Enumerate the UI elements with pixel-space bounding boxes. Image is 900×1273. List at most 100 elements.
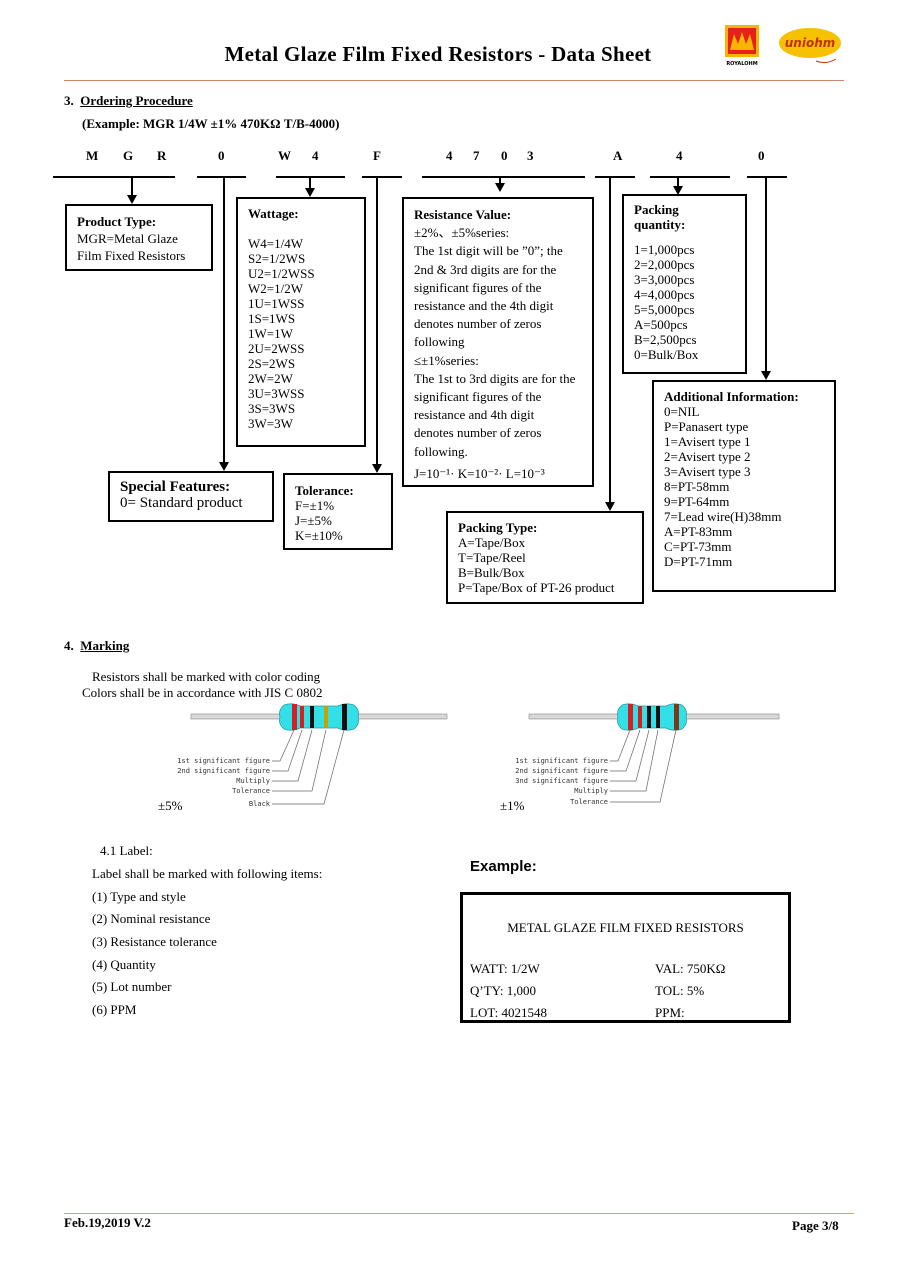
code-underline-additional <box>747 176 787 178</box>
arrow-down-icon <box>127 195 137 204</box>
resistance-line: denotes number of zeros <box>414 316 542 332</box>
resistance-line: denotes number of zeros <box>414 425 542 441</box>
additional-info-option: P=Panasert type <box>664 419 749 434</box>
additional-info-option: D=PT-71mm <box>664 554 733 569</box>
label-item: (4) Quantity <box>92 957 156 972</box>
code-letter: A <box>613 148 623 163</box>
code-letter: 0 <box>758 148 765 163</box>
product-type-title: Product Type: <box>77 214 157 229</box>
additional-info-option: 2=Avisert type 2 <box>664 449 751 464</box>
additional-info-title: Additional Information: <box>664 389 799 404</box>
band-label: 1st significant figure <box>177 757 270 765</box>
arrow-down-icon <box>219 462 229 471</box>
band-label: Multiply <box>574 787 608 795</box>
code-letter: 4 <box>312 148 319 163</box>
color-band <box>674 704 679 730</box>
resistance-line: following <box>414 334 465 350</box>
packing-quantity-option: 4=4,000pcs <box>634 287 695 302</box>
label-item: (1) Type and style <box>92 889 186 904</box>
wattage-option: 1S=1WS <box>248 311 296 326</box>
code-letter: 4 <box>446 148 453 163</box>
wattage-option: 2U=2WSS <box>248 341 305 356</box>
example-ppm: PPM: <box>655 1005 685 1020</box>
code-letter: 3 <box>527 148 534 163</box>
band-label: Multiply <box>236 777 270 785</box>
additional-info-option: A=PT-83mm <box>664 524 733 539</box>
color-band <box>324 706 328 728</box>
label-item: (3) Resistance tolerance <box>92 934 217 949</box>
additional-info-option: 0=NIL <box>664 404 700 419</box>
connector-line <box>765 177 767 371</box>
label-item: (6) PPM <box>92 1002 137 1017</box>
code-letter: 7 <box>473 148 480 163</box>
code-underline-tolerance <box>362 176 402 178</box>
example-label-title: METAL GLAZE FILM FIXED RESISTORS <box>507 920 744 935</box>
code-underline-product <box>53 176 175 178</box>
arrow-down-icon <box>495 183 505 192</box>
wattage-option: W4=1/4W <box>248 236 303 251</box>
example-tol: TOL: 5% <box>655 983 705 998</box>
wattage-option: U2=1/2WSS <box>248 266 315 281</box>
example-title: Example: <box>470 858 537 875</box>
tolerance-title: Tolerance: <box>295 483 354 498</box>
resistor-1pct-diagram: 1st significant figure 2nd significant f… <box>515 703 780 806</box>
marking-intro: Resistors shall be marked with color cod… <box>92 669 321 684</box>
band-label: Tolerance <box>570 798 608 806</box>
code-underline-resistance <box>422 176 585 178</box>
arrow-down-icon <box>605 502 615 511</box>
code-letter: W <box>278 148 291 163</box>
product-type-line: Film Fixed Resistors <box>77 248 186 263</box>
code-underline-packing-qty <box>650 176 730 178</box>
band-label: 2nd significant figure <box>515 767 608 775</box>
arrow-down-icon <box>673 186 683 195</box>
resistance-line: ±2%、±5%series: <box>414 225 510 241</box>
additional-info-option: 1=Avisert type 1 <box>664 434 751 449</box>
wattage-option: W2=1/2W <box>248 281 303 296</box>
example-label-box: METAL GLAZE FILM FIXED RESISTORS WATT: 1… <box>460 892 791 1023</box>
example-watt: WATT: 1/2W <box>470 961 540 976</box>
packing-type-option: P=Tape/Box of PT-26 product <box>458 580 615 595</box>
packing-quantity-option: 3=3,000pcs <box>634 272 695 287</box>
resistance-value-title: Resistance Value: <box>414 207 512 222</box>
ordering-example: (Example: MGR 1/4W ±1% 470KΩ T/B-4000) <box>82 116 340 131</box>
label-item: (5) Lot number <box>92 979 172 994</box>
code-letter: 0 <box>501 148 508 163</box>
uniohm-logo-text: uniohm <box>785 36 836 50</box>
band-label: 2nd significant figure <box>177 767 270 775</box>
code-letter: 0 <box>218 148 225 163</box>
code-underline-special <box>197 176 246 178</box>
packing-type-option: A=Tape/Box <box>458 535 526 550</box>
resistance-line: The 1st to 3rd digits are for the <box>414 370 576 386</box>
resistance-line: significant figures of the <box>414 389 542 405</box>
band-label: 3nd significant figure <box>515 777 608 785</box>
wattage-option: 1W=1W <box>248 326 293 341</box>
section4-heading: 4. Marking <box>64 638 130 653</box>
resistance-line: following. <box>414 443 468 459</box>
packing-quantity-option: 5=5,000pcs <box>634 302 695 317</box>
resistance-line: resistance and the 4th digit <box>414 298 554 314</box>
tolerance-1pct-label: ±1% <box>500 798 525 813</box>
color-band <box>310 706 314 728</box>
section3-heading: 3. Ordering Procedure <box>64 93 193 108</box>
band-label: 1st significant figure <box>515 757 608 765</box>
connector-line <box>677 177 679 186</box>
resistance-line: The 1st digit will be ”0”; the <box>414 243 563 259</box>
resistance-line: resistance and 4th digit <box>414 407 535 423</box>
resistor-body <box>279 703 359 731</box>
additional-info-option: 7=Lead wire(H)38mm <box>664 509 782 524</box>
code-letter: F <box>373 148 381 163</box>
wattage-option: 1U=1WSS <box>248 296 305 311</box>
resistor-body <box>617 703 687 731</box>
additional-info-box: Additional Information: 0=NIL P=Panasert… <box>652 380 836 592</box>
color-band <box>628 704 633 730</box>
special-features-line: 0= Standard product <box>120 495 243 511</box>
wattage-option: 3S=3WS <box>248 401 296 416</box>
connector-line <box>376 177 378 464</box>
color-band <box>342 704 347 730</box>
resistance-line: 2nd & 3rd digits are for the <box>414 261 557 277</box>
wattage-option: 2S=2WS <box>248 356 296 371</box>
resistance-value-box: Resistance Value: ±2%、±5%series: The 1st… <box>402 197 594 487</box>
band-label: Black <box>249 800 271 808</box>
special-features-title: Special Features: <box>120 479 231 495</box>
packing-quantity-option: 0=Bulk/Box <box>634 347 699 362</box>
